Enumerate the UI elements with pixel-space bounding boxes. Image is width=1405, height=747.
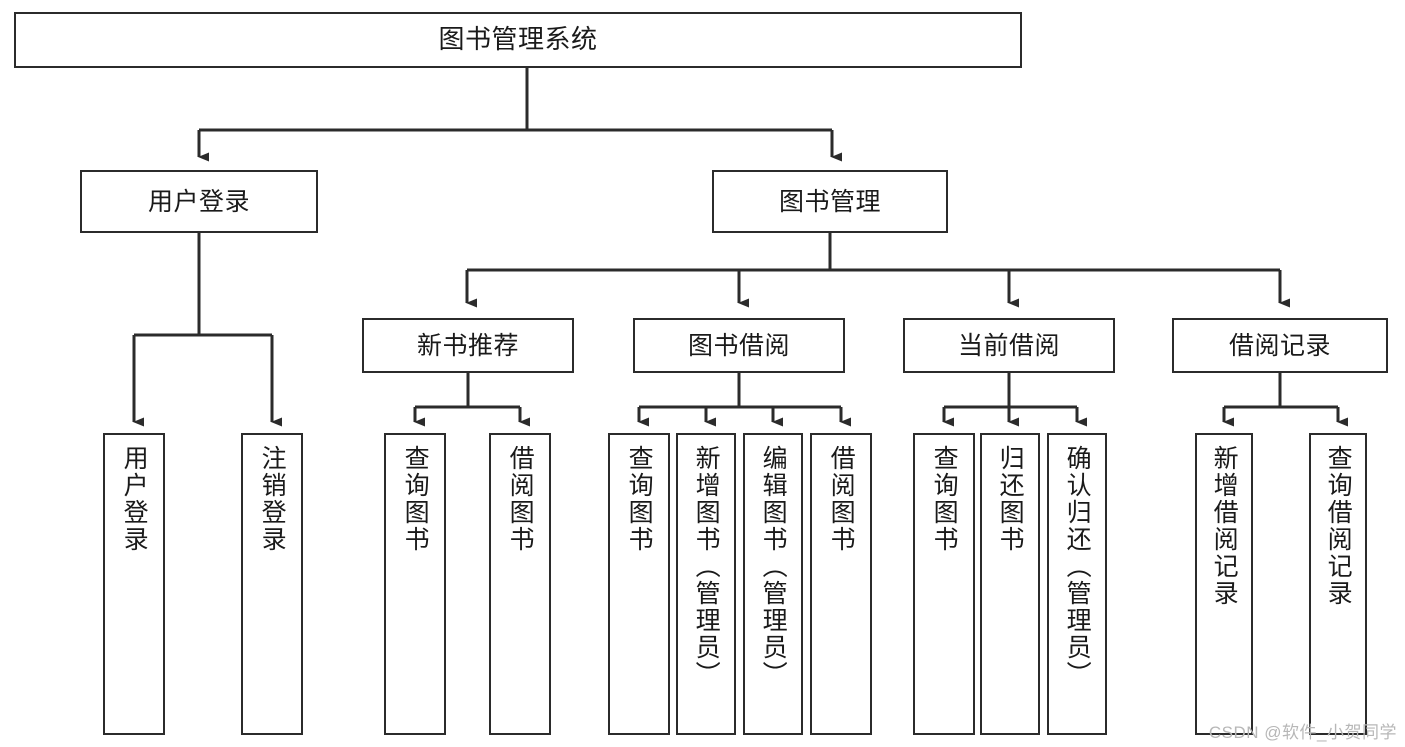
node-label: 查询图书 bbox=[930, 445, 959, 553]
node-label: 图书管理系统 bbox=[438, 24, 598, 55]
leaf-add-borrow-record[interactable]: 新增借阅记录 bbox=[1195, 433, 1253, 735]
leaf-borrow-book-recommend[interactable]: 借阅图书 bbox=[489, 433, 551, 735]
leaf-query-book-current[interactable]: 查询图书 bbox=[913, 433, 975, 735]
node-label: 查询图书 bbox=[625, 445, 654, 553]
leaf-confirm-return[interactable]: 确认归还（管理员） bbox=[1047, 433, 1107, 735]
node-label: 查询借阅记录 bbox=[1324, 445, 1353, 607]
node-label: 新书推荐 bbox=[416, 331, 519, 360]
node-label: 借阅记录 bbox=[1228, 331, 1331, 360]
leaf-return-book[interactable]: 归还图书 bbox=[980, 433, 1040, 735]
edges-borrowrecord-to-leaves bbox=[1222, 373, 1348, 427]
node-label: 图书借阅 bbox=[687, 331, 790, 360]
leaf-add-book[interactable]: 新增图书（管理员） bbox=[676, 433, 736, 735]
node-label: 注销登录 bbox=[258, 445, 287, 553]
node-new-book-recommend[interactable]: 新书推荐 bbox=[362, 318, 574, 373]
node-label: 借阅图书 bbox=[827, 445, 856, 553]
node-label: 查询图书 bbox=[401, 445, 430, 553]
node-label: 归还图书 bbox=[996, 445, 1025, 553]
node-label: 新增图书（管理员） bbox=[692, 445, 721, 688]
node-current-borrow[interactable]: 当前借阅 bbox=[903, 318, 1115, 373]
leaf-user-login[interactable]: 用户登录 bbox=[103, 433, 165, 735]
edges-root-to-level2 bbox=[197, 68, 842, 162]
node-borrow-record[interactable]: 借阅记录 bbox=[1172, 318, 1388, 373]
node-label: 用户登录 bbox=[147, 187, 250, 216]
node-label: 用户登录 bbox=[120, 445, 149, 553]
node-label: 编辑图书（管理员） bbox=[759, 445, 788, 688]
node-book-borrow[interactable]: 图书借阅 bbox=[633, 318, 845, 373]
leaf-query-borrow-record[interactable]: 查询借阅记录 bbox=[1309, 433, 1367, 735]
leaf-query-book-recommend[interactable]: 查询图书 bbox=[384, 433, 446, 735]
node-label: 图书管理 bbox=[778, 187, 881, 216]
edges-bookborrow-to-leaves bbox=[637, 373, 851, 427]
edges-userlogin-to-leaves bbox=[132, 233, 282, 427]
edges-bookmanage-to-level3 bbox=[465, 233, 1290, 308]
node-book-manage[interactable]: 图书管理 bbox=[712, 170, 948, 233]
leaf-logout-login[interactable]: 注销登录 bbox=[241, 433, 303, 735]
node-label: 当前借阅 bbox=[957, 331, 1060, 360]
node-label: 确认归还（管理员） bbox=[1063, 445, 1092, 688]
edges-currentborrow-to-leaves bbox=[942, 373, 1087, 427]
watermark-text: CSDN @软件_小贺同学 bbox=[1208, 723, 1397, 742]
edges-newbook-to-leaves bbox=[413, 373, 530, 427]
node-label: 新增借阅记录 bbox=[1210, 445, 1239, 607]
leaf-borrow-book[interactable]: 借阅图书 bbox=[810, 433, 872, 735]
leaf-edit-book[interactable]: 编辑图书（管理员） bbox=[743, 433, 803, 735]
leaf-query-book-borrow[interactable]: 查询图书 bbox=[608, 433, 670, 735]
node-user-login[interactable]: 用户登录 bbox=[80, 170, 318, 233]
node-label: 借阅图书 bbox=[506, 445, 535, 553]
node-root-system[interactable]: 图书管理系统 bbox=[14, 12, 1022, 68]
